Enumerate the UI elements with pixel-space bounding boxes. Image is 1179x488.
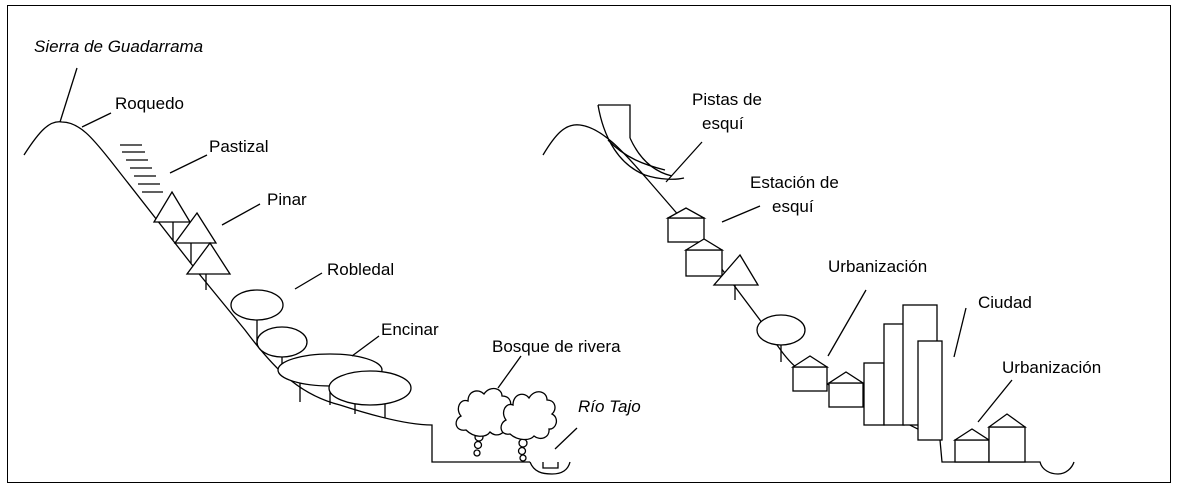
- pistas-leader-line: [665, 141, 703, 183]
- pistas-label-line1: Pistas de: [692, 90, 762, 109]
- rio-label: Río Tajo: [578, 397, 641, 416]
- riparian-tree-icon: [500, 391, 558, 462]
- left-scene: Sierra de Guadarrama Roquedo Pastizal Pi…: [23, 37, 641, 475]
- river-water: [542, 462, 559, 469]
- estacion-leader-line: [721, 205, 761, 223]
- pistas-label-line2: esquí: [702, 114, 744, 133]
- pine-trees: [152, 190, 232, 290]
- pine-tree-icon: [152, 190, 192, 223]
- sierra-leader-line: [59, 67, 78, 123]
- estacion-label-line2: esquí: [772, 197, 814, 216]
- hut-icon: [683, 238, 725, 277]
- pastizal-hatch: [120, 144, 163, 193]
- hut-icon: [665, 207, 707, 243]
- pine-tree-icon: [173, 211, 218, 244]
- pastizal-label: Pastizal: [209, 137, 269, 156]
- pinar-label: Pinar: [267, 190, 307, 209]
- robledal-leader-line: [294, 272, 323, 290]
- encinar-leader-line: [351, 335, 380, 357]
- roquedo-label: Roquedo: [115, 94, 184, 113]
- pine-tree-icon: [185, 241, 232, 275]
- oak-tree-icon: [256, 326, 308, 358]
- house-icon: [826, 371, 866, 408]
- oak-tree-icon: [230, 289, 284, 321]
- urbanization-houses: [790, 355, 866, 408]
- robledal-label: Robledal: [327, 260, 394, 279]
- house-icon: [986, 413, 1028, 463]
- ski-slopes: [597, 104, 685, 180]
- river-left: [529, 461, 571, 475]
- estacion-label-line1: Estación de: [750, 173, 839, 192]
- encinar-label: Encinar: [381, 320, 439, 339]
- ski-station-huts: [665, 207, 725, 277]
- right-mountain-profile: [542, 124, 1075, 475]
- sierra-label: Sierra de Guadarrama: [34, 37, 203, 56]
- pastizal-leader-line: [169, 154, 208, 174]
- urbanizacion-label-2: Urbanización: [1002, 358, 1101, 377]
- urbanizacion-label-1: Urbanización: [828, 257, 927, 276]
- city-buildings: [863, 304, 943, 441]
- riparian-trees: [455, 387, 558, 462]
- left-mountain-profile: [23, 121, 530, 463]
- building-icon: [917, 340, 943, 441]
- urbanizacion-leader-line-1: [827, 289, 867, 357]
- right-scene: Pistas de esquí Estación de esquí: [542, 90, 1101, 475]
- bosque-leader-line: [497, 355, 522, 389]
- pine-tree-icon: [712, 253, 760, 286]
- ciudad-leader-line: [953, 307, 967, 358]
- pinar-leader-line: [221, 203, 261, 226]
- building-icon: [883, 323, 905, 426]
- bosque-label: Bosque de rivera: [492, 337, 621, 356]
- urbanizacion-leader-line-2: [977, 379, 1013, 423]
- urbanization-houses-lower: [952, 413, 1028, 463]
- house-icon: [790, 355, 830, 392]
- riparian-tree-icon: [455, 387, 514, 457]
- oak-tree-icon: [756, 314, 806, 346]
- holm-oak-trees: [277, 353, 412, 418]
- holm-oak-icon: [328, 370, 412, 406]
- building-icon: [863, 362, 885, 426]
- rio-leader-line: [554, 427, 578, 450]
- diagram-frame: [7, 5, 1171, 483]
- ciudad-label: Ciudad: [978, 293, 1032, 312]
- roquedo-leader-line: [81, 112, 112, 128]
- house-icon: [952, 428, 992, 463]
